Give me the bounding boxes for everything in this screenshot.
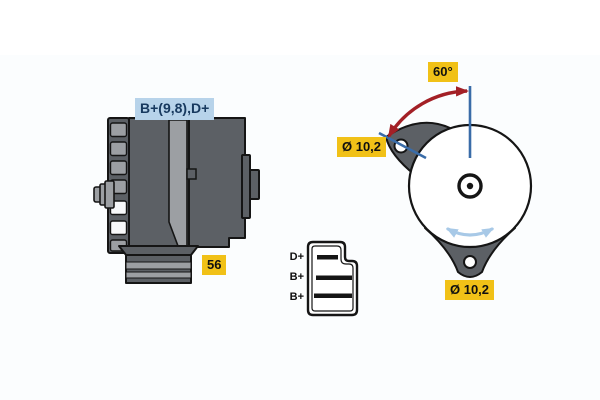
angle-60-label: 60° <box>428 62 458 83</box>
vent-slot <box>109 141 128 157</box>
vent-slot <box>109 160 128 176</box>
pulley <box>118 245 199 284</box>
terminal-stud <box>249 169 260 200</box>
alternator-front-view <box>378 86 533 278</box>
rear-housing <box>188 117 246 248</box>
alternator-side-view <box>93 117 260 284</box>
terminal-block <box>241 154 251 219</box>
rotation-arrow <box>445 227 495 238</box>
pin-bar-bplus-2 <box>314 293 352 298</box>
lug-hole-lower <box>463 255 477 269</box>
connector-pinout <box>306 240 359 317</box>
housing-channel <box>168 119 188 247</box>
terminal-56-label: 56 <box>202 255 227 276</box>
connector-inner-line <box>311 245 354 312</box>
vent-slot-open <box>109 220 128 236</box>
pin-label-bplus-2: B+ <box>289 291 304 303</box>
housing-notch <box>186 168 197 180</box>
pin-label-dplus: D+ <box>289 251 304 263</box>
vent-slot <box>109 122 128 138</box>
pin-label-bplus-1: B+ <box>289 271 304 283</box>
connection-label: B+(9,8),D+ <box>135 98 215 120</box>
lower-hole-diameter-label: Ø 10,2 <box>445 280 495 301</box>
pin-bar-dplus <box>317 255 338 260</box>
lug-axis-line <box>378 131 427 160</box>
upper-hole-diameter-label: Ø 10,2 <box>337 137 387 158</box>
pin-bar-bplus-1 <box>316 275 352 280</box>
angle-arrow <box>387 86 469 138</box>
shaft-center-dot <box>466 182 474 190</box>
shaft-stub <box>93 180 115 209</box>
